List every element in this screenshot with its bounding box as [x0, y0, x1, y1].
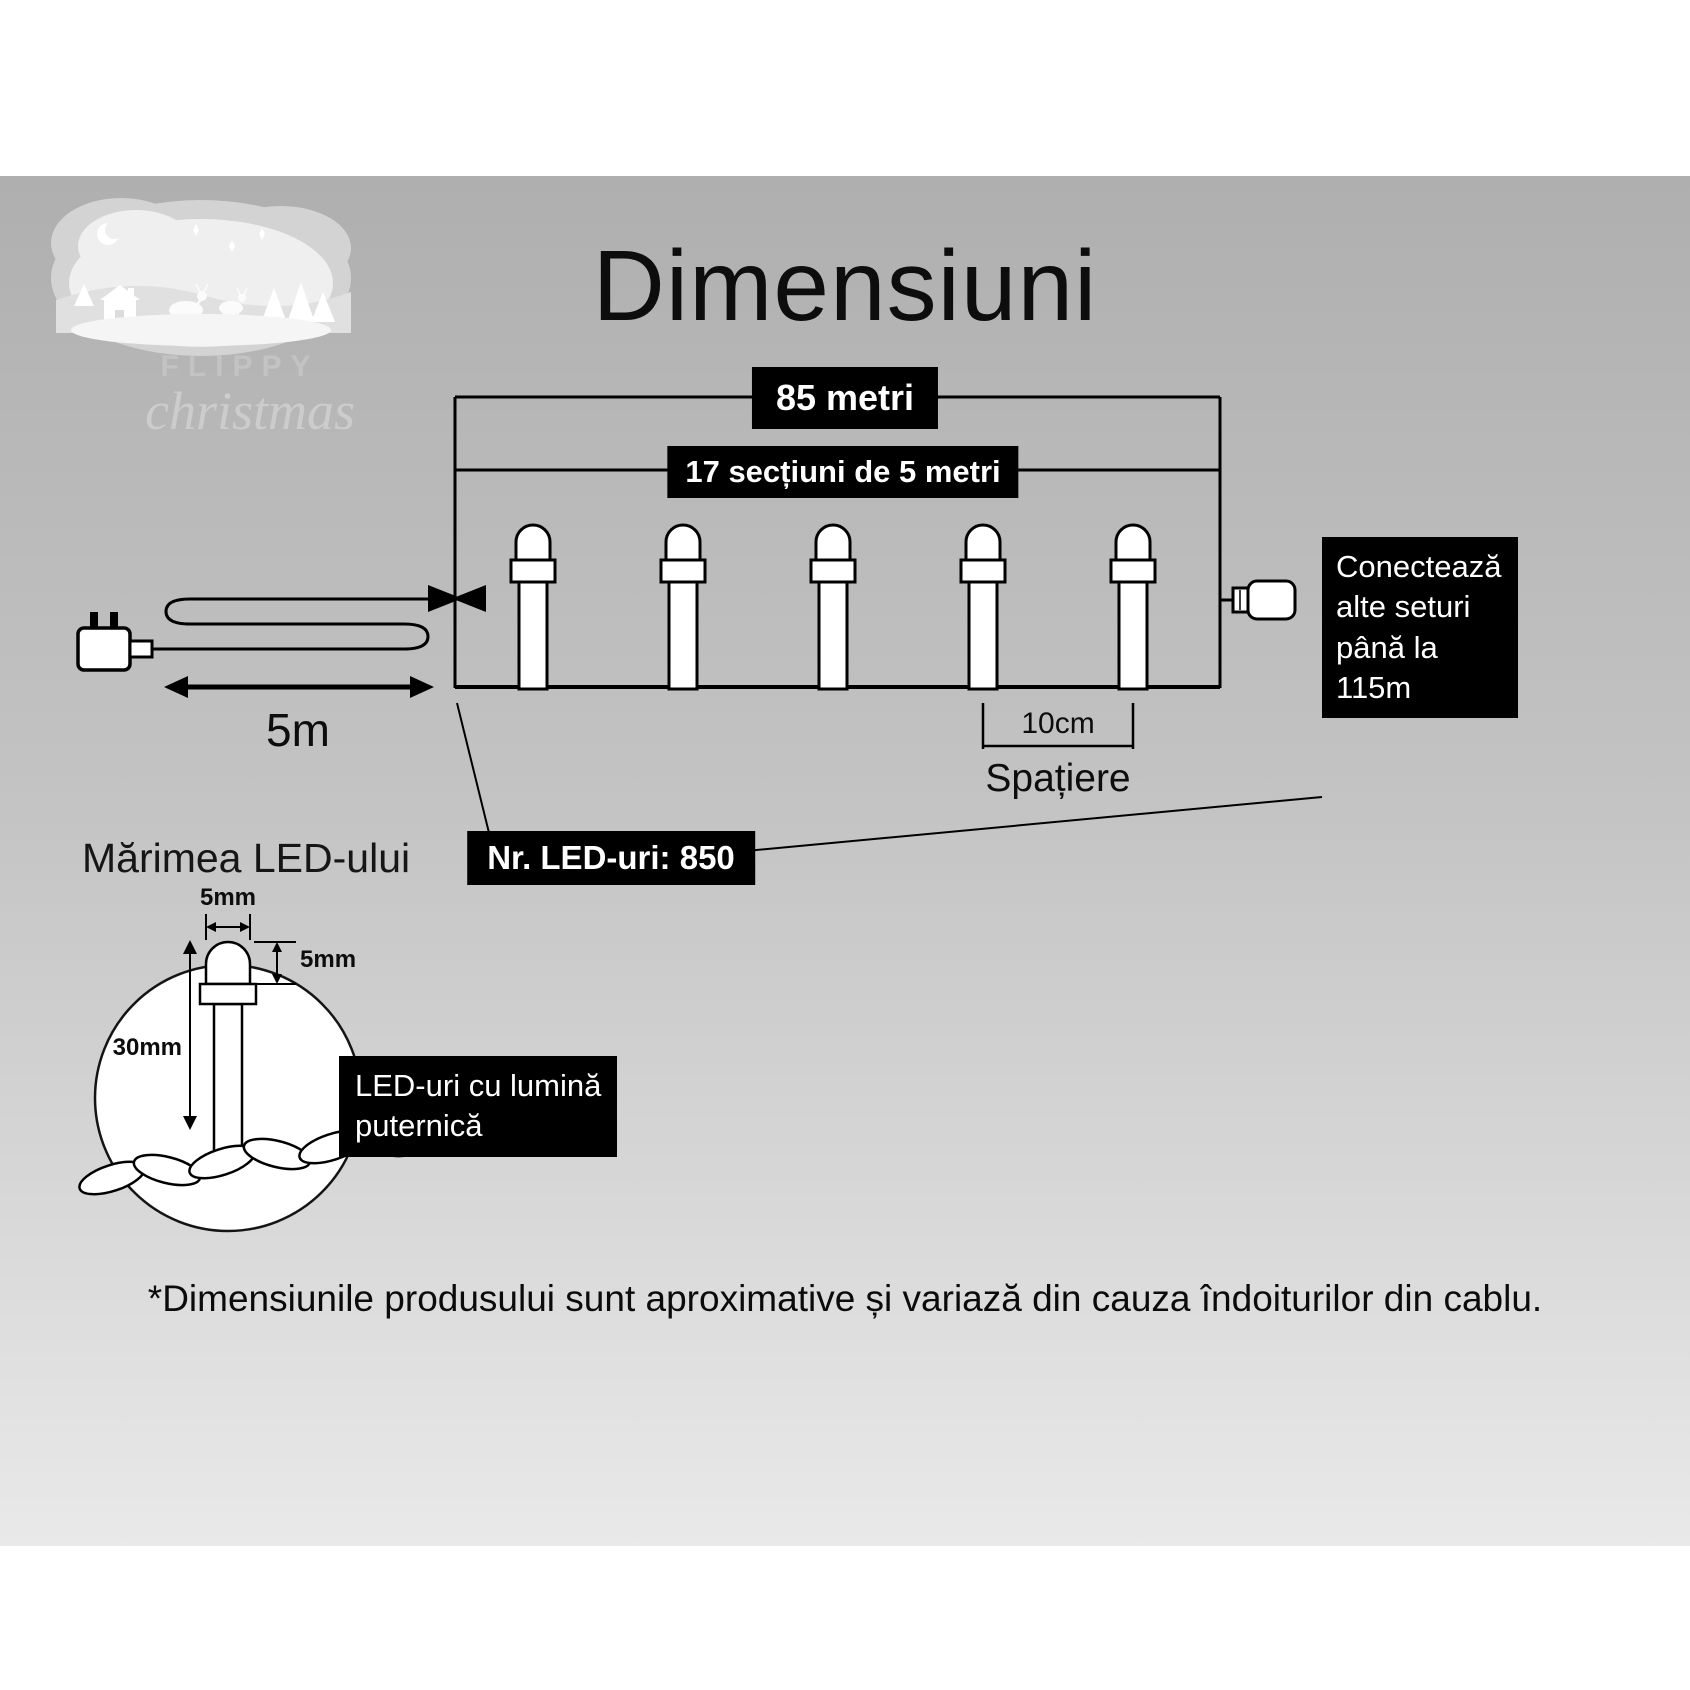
- page-title: Dimensiuni: [592, 230, 1098, 342]
- spacing-value-label: 10cm: [1021, 707, 1095, 740]
- lead-length-label: 5m: [266, 704, 330, 756]
- connect-note-box: Conectează alte seturi până la 115m: [1322, 537, 1518, 719]
- sections-box: 17 secțiuni de 5 metri: [667, 446, 1019, 498]
- footnote: *Dimensiunile produsului sunt aproximati…: [147, 1278, 1543, 1319]
- led-count-box: Nr. LED-uri: 850: [467, 831, 755, 885]
- led-width-label: 5mm: [199, 884, 257, 911]
- total-length-box: 85 metri: [751, 367, 939, 429]
- spacing-label: Spațiere: [985, 757, 1131, 800]
- led-height-label: 5mm: [300, 946, 357, 973]
- led-size-title: Mărimea LED-ului: [82, 835, 411, 881]
- brand-script: christmas: [144, 381, 356, 441]
- brand-name: FLIPPY: [160, 350, 320, 383]
- led-length-label: 30mm: [112, 1034, 182, 1061]
- led-feature-box: LED-uri cu lumină puternică: [339, 1056, 618, 1157]
